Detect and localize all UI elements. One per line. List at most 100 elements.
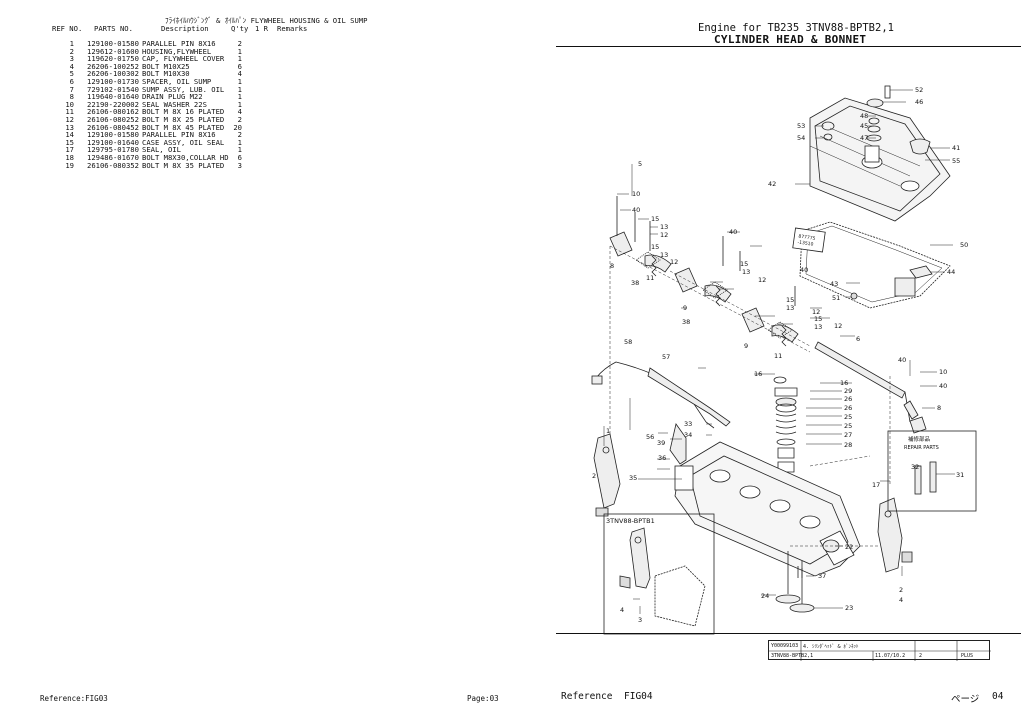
footer-page-label: ページ	[951, 694, 980, 705]
repair-parts-box	[887, 430, 977, 512]
tb-plus: PLUS	[961, 653, 974, 659]
callout-number: 23	[845, 604, 853, 612]
parts-no-cell: 26106-080252	[87, 114, 139, 124]
tb-ver: 2	[919, 653, 923, 659]
callout-number: 52	[915, 86, 923, 94]
callout-number: 8	[937, 404, 941, 412]
callout-number: 25	[844, 413, 852, 421]
callout-number: 2	[899, 586, 903, 594]
ref-no-cell: 2	[69, 46, 74, 56]
callout-number: 25	[844, 422, 852, 430]
oil-cap	[909, 138, 931, 155]
ref-no-cell: 14	[65, 130, 74, 140]
callout-number: 28	[844, 441, 852, 449]
callout-number: 12	[660, 231, 668, 239]
callout-number: 15	[740, 260, 748, 268]
qty-cell: 1	[237, 92, 242, 102]
callout-number: 44	[947, 268, 955, 276]
callout-number: 40	[729, 228, 737, 236]
callout-number: 40	[800, 266, 808, 274]
repair-label-en: REPAIR PARTS	[904, 445, 939, 451]
ref-no-cell: 7	[69, 84, 74, 94]
cylinder-head	[674, 441, 861, 577]
parts-no-cell: 26106-080452	[87, 122, 139, 132]
description-cell: BOLT M 8X 35 PLATED	[142, 160, 225, 170]
description-cell: BOLT M10X30	[142, 69, 190, 79]
callout-number: 22	[845, 543, 853, 551]
injector-wiring	[591, 361, 731, 465]
callout-number: 13	[660, 223, 668, 231]
decal-line-2: -13510	[797, 239, 814, 247]
qty-cell: 1	[237, 46, 242, 56]
callout-number: 13	[742, 268, 750, 276]
tb-model: 3TNV88-BPTB2,1	[771, 653, 814, 659]
header-ref-no: REF NO.	[52, 24, 83, 33]
ref-no-cell: 17	[65, 145, 74, 155]
ref-no-cell: 13	[65, 122, 74, 132]
header-description: Description	[161, 24, 209, 33]
bonnet-cover	[809, 97, 951, 222]
callout-number: 10	[939, 368, 947, 376]
description-cell: BOLT M10X25	[142, 61, 190, 71]
callout-number: 4	[899, 596, 903, 604]
callout-number: 58	[624, 338, 632, 346]
callout-number: 15	[651, 243, 659, 251]
callout-number: 51	[832, 294, 840, 302]
callout-number: 33	[684, 420, 692, 428]
header-remarks: Remarks	[277, 24, 308, 33]
callout-number: 26	[844, 404, 852, 412]
callout-number: 4	[620, 606, 624, 614]
parts-no-cell: 129795-01780	[87, 145, 139, 155]
bracket-left	[593, 433, 621, 509]
ref-no-cell: 12	[65, 114, 74, 124]
qty-cell: 6	[237, 61, 242, 71]
decal-line-1: 877775	[798, 234, 816, 242]
callout-number: 53	[797, 122, 805, 130]
qty-cell: 2	[237, 39, 242, 48]
qty-cell: 4	[237, 107, 242, 117]
callout-number: 8	[610, 262, 614, 270]
ref-no-cell: 6	[69, 76, 74, 86]
callout-number: 16	[754, 370, 762, 378]
description-cell: HOUSING,FLYWHEEL	[142, 46, 212, 56]
ref-no-cell: 15	[65, 137, 74, 147]
callout-number: 45	[860, 122, 868, 130]
callout-number: 24	[761, 592, 769, 600]
callout-number: 41	[952, 144, 960, 152]
description-cell: BOLT M8X30,COLLAR HD	[142, 152, 229, 162]
callout-number: 11	[774, 352, 782, 360]
callout-number: 40	[632, 206, 640, 214]
tb-name: 4. ｼﾘﾝﾀﾞﾍｯﾄﾞ & ﾎﾞﾝﾈｯﾄ	[803, 644, 859, 650]
callout-number: 5	[638, 160, 642, 168]
callout-number: 12	[812, 308, 820, 316]
callout-number: 35	[629, 474, 637, 482]
parts-no-cell: 129100-01730	[87, 76, 139, 86]
bracket-right	[877, 497, 903, 573]
callout-number: 12	[834, 322, 842, 330]
qty-cell: 4	[237, 69, 242, 79]
callout-number: 43	[830, 280, 838, 288]
ref-no-cell: 1	[69, 39, 74, 48]
footer-reference: Reference	[561, 691, 613, 702]
callout-number: 27	[844, 431, 852, 439]
callout-number: 57	[662, 353, 670, 361]
callout-number: 38	[682, 318, 690, 326]
ref-no-cell: 10	[65, 99, 74, 109]
qty-cell: 3	[237, 160, 242, 170]
qty-cell: 1	[237, 84, 242, 94]
parts-no-cell: 119640-01640	[87, 92, 139, 102]
ref-no-cell: 4	[69, 61, 74, 71]
tb-code: Y00099103	[771, 643, 799, 649]
callout-number: 13	[660, 251, 668, 259]
parts-no-cell: 119620-01750	[87, 54, 139, 64]
figure-title: CYLINDER HEAD & BONNET	[714, 33, 867, 46]
parts-no-cell: 26106-080352	[87, 160, 139, 170]
valves	[775, 551, 815, 613]
qty-cell: 1	[237, 99, 242, 109]
parts-no-cell: 129486-01670	[87, 152, 139, 162]
tb-date: 11.07/10.2	[875, 653, 906, 659]
description-cell: SUMP ASSY, LUB. OIL	[142, 84, 225, 94]
description-cell: SEAL WASHER 22S	[142, 99, 207, 109]
callout-number: 34	[684, 431, 692, 439]
